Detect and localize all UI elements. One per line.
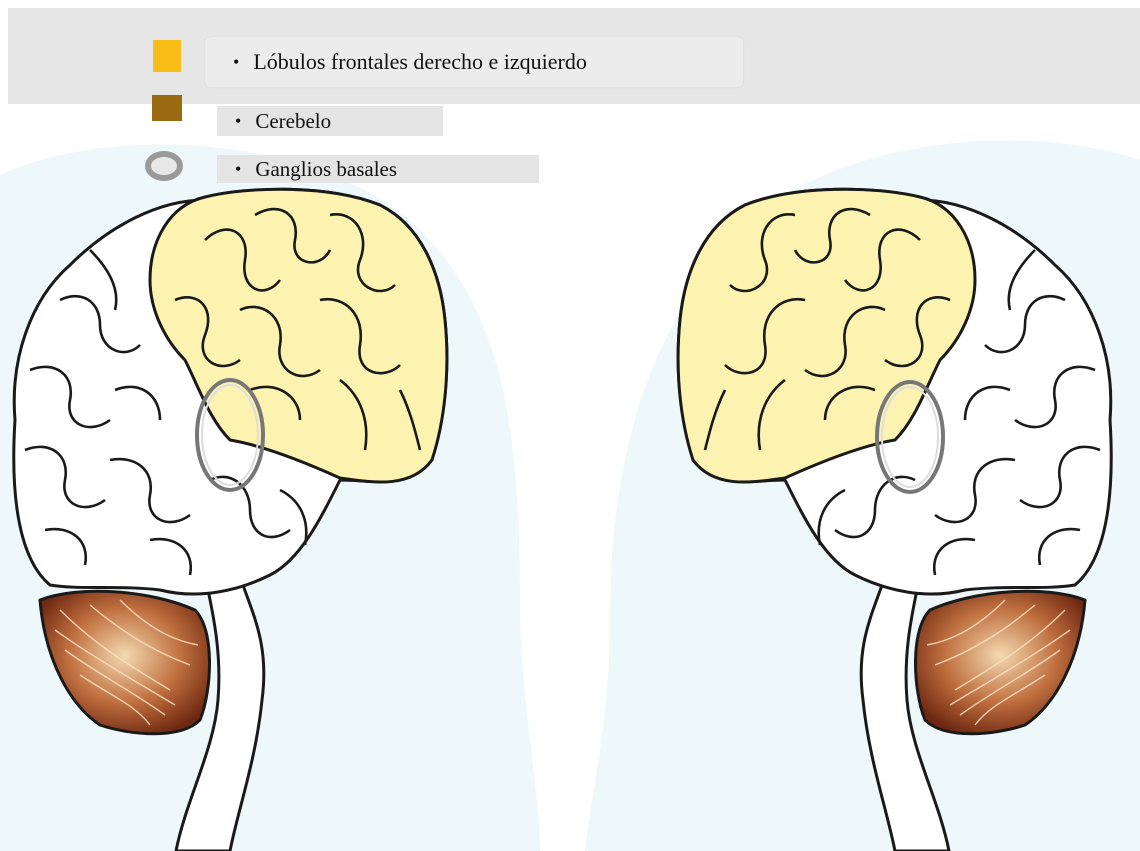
legend-label-cerebellum: Cerebelo (255, 109, 331, 134)
legend-swatch-cerebellum (152, 95, 182, 121)
legend-swatch-basal-ganglia (145, 151, 183, 181)
legend-item-frontal: • Lóbulos frontales derecho e izquierdo (205, 37, 743, 87)
bullet-icon: • (235, 111, 241, 132)
bullet-icon: • (233, 52, 239, 73)
legend-item-basal-ganglia: • Ganglios basales (217, 155, 539, 183)
legend-label-frontal: Lóbulos frontales derecho e izquierdo (253, 49, 587, 75)
legend-item-cerebellum: • Cerebelo (217, 106, 443, 136)
legend-label-basal-ganglia: Ganglios basales (255, 157, 397, 182)
legend-swatch-frontal (153, 40, 181, 72)
bullet-icon: • (235, 159, 241, 180)
